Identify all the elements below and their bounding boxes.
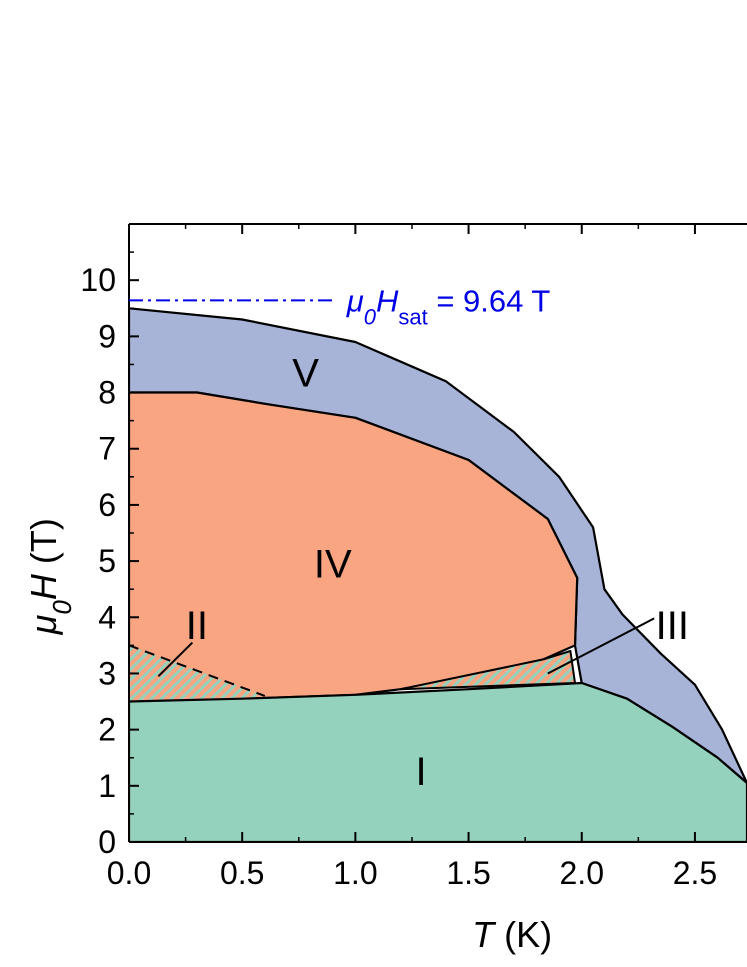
y-tick-label: 8 (98, 375, 116, 411)
region-ii-dashed-boundary (129, 644, 266, 697)
x-axis-label: T (K) (472, 914, 552, 955)
region-iii-leader (547, 617, 655, 675)
y-axis-mu-sub: 0 (47, 600, 77, 615)
y-tick-label: 2 (98, 712, 116, 748)
axes: 0.0 0.5 1.0 1.5 2.0 2.5 0 1 2 3 4 5 6 7 8 9 10 (80, 223, 747, 891)
saturation-value: = 9.64 T (428, 283, 551, 318)
y-tick-label: 6 (98, 487, 116, 523)
saturation-label: μ0Hsat = 9.64 T (346, 283, 551, 329)
region-ii-label: II (186, 604, 208, 648)
region-i-area (129, 681, 747, 842)
x-axis-symbol: T (472, 914, 497, 955)
x-tick-label: 0.5 (220, 855, 264, 891)
y-tick-label: 9 (98, 318, 116, 354)
region-iv-label: IV (314, 542, 352, 586)
saturation-h: H (376, 283, 399, 318)
saturation-annotation: μ0Hsat = 9.64 T (129, 283, 550, 329)
region-iii-label: III (656, 604, 689, 648)
y-axis-h: H (23, 573, 64, 600)
x-tick-label: 1.0 (333, 855, 377, 891)
x-tick-label: 2.5 (673, 855, 717, 891)
y-tick-label: 7 (98, 431, 116, 467)
x-tick-label: 0.0 (107, 855, 151, 891)
region-v-label: V (292, 351, 319, 395)
region-i-label: I (415, 750, 426, 794)
y-axis-mu: μ (23, 614, 64, 635)
y-tick-label: 4 (98, 599, 116, 635)
x-tick-label: 1.5 (446, 855, 490, 891)
y-tick-label: 10 (80, 262, 116, 298)
y-tick-label: 1 (98, 768, 116, 804)
phase-boundaries (129, 617, 655, 697)
y-axis-label: μ0H (T) (23, 518, 77, 635)
x-tick-label: 2.0 (560, 855, 604, 891)
x-axis-unit: (K) (494, 914, 552, 955)
phase-regions (129, 307, 747, 842)
y-tick-label: 0 (98, 824, 116, 860)
y-tick-label: 5 (98, 543, 116, 579)
plot-area (129, 307, 747, 842)
y-tick-label: 3 (98, 655, 116, 691)
saturation-sub: sat (398, 304, 427, 329)
region-iii-area (399, 650, 576, 691)
region-ii-area (129, 645, 265, 702)
y-axis-unit: (T) (23, 518, 64, 574)
saturation-mu-sub: 0 (364, 304, 377, 329)
region-ii-leader (157, 641, 194, 677)
saturation-mu: μ (346, 283, 364, 318)
